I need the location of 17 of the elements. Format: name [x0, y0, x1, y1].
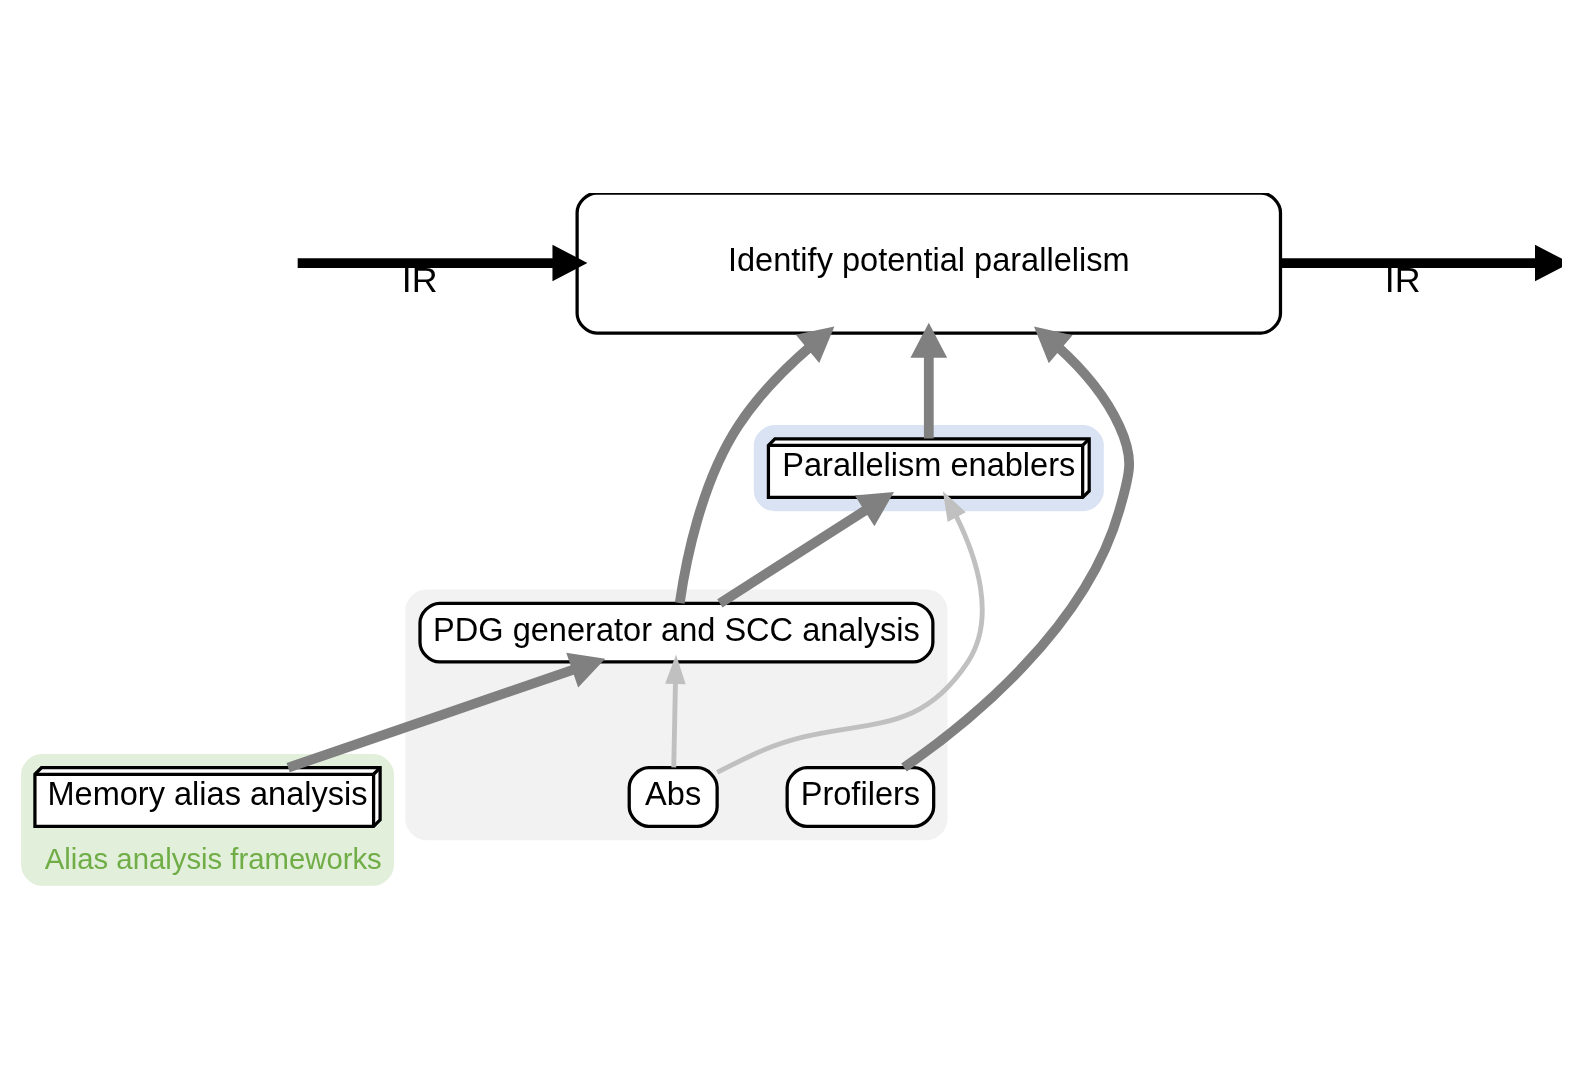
node-box: Profilers: [785, 766, 936, 828]
arrow: [665, 654, 686, 768]
arrow: [1281, 244, 1562, 282]
arrow: [717, 492, 894, 608]
node-box: Identify potential parallelism: [575, 193, 1283, 335]
edge-label: IR: [401, 259, 438, 300]
cluster: [753, 425, 1104, 512]
node-box: PDG generator and SCC analysis: [418, 601, 935, 664]
node-box: Abs: [627, 766, 719, 828]
arrow: [910, 322, 948, 439]
edge-label: IR: [1384, 259, 1421, 300]
arrow: [901, 326, 1134, 772]
arrow: [716, 491, 985, 775]
arrow: [286, 652, 606, 773]
arrow: [674, 326, 835, 604]
cluster: [405, 589, 948, 841]
arrow: [297, 244, 588, 282]
